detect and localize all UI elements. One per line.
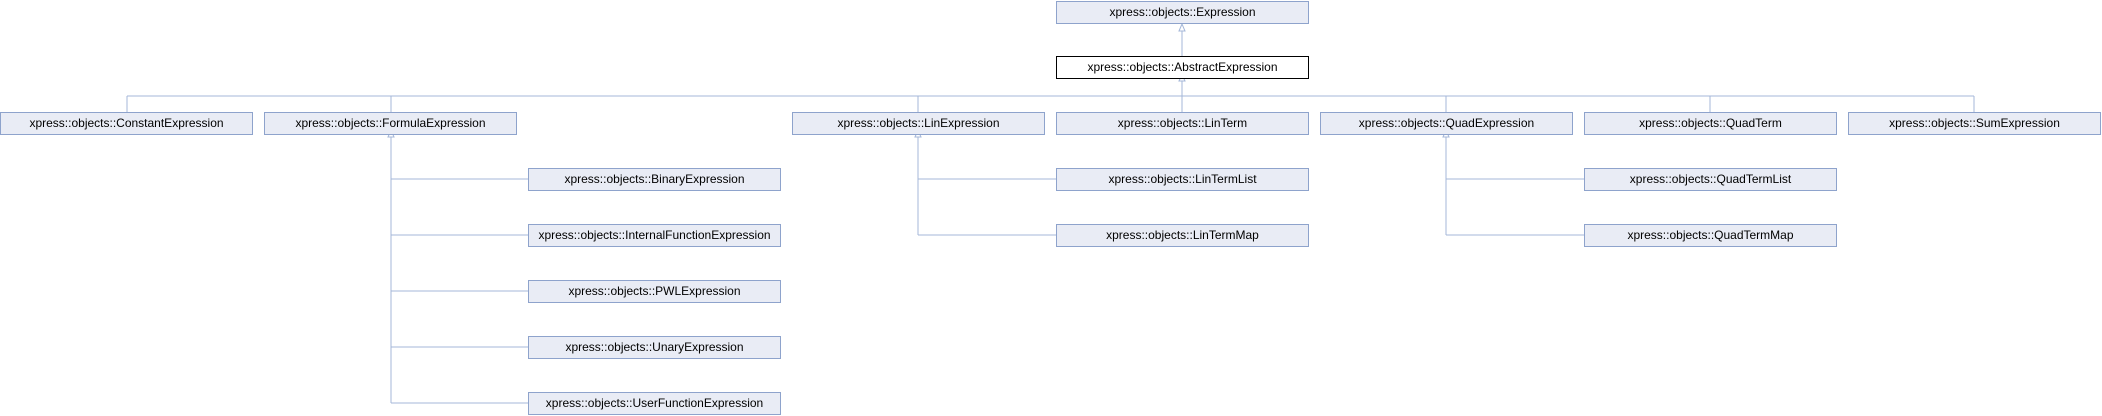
arrowhead-expression	[1178, 22, 1186, 32]
node-user-function-expression[interactable]: xpress::objects::UserFunctionExpression	[528, 392, 781, 415]
node-quad-term[interactable]: xpress::objects::QuadTerm	[1584, 112, 1837, 135]
node-pwl-expression[interactable]: xpress::objects::PWLExpression	[528, 280, 781, 303]
node-unary-expression[interactable]: xpress::objects::UnaryExpression	[528, 336, 781, 359]
node-lin-term-list[interactable]: xpress::objects::LinTermList	[1056, 168, 1309, 191]
node-internal-function-expression[interactable]: xpress::objects::InternalFunctionExpress…	[528, 224, 781, 247]
node-quad-expression[interactable]: xpress::objects::QuadExpression	[1320, 112, 1573, 135]
node-constant-expression[interactable]: xpress::objects::ConstantExpression	[0, 112, 253, 135]
node-lin-term-map[interactable]: xpress::objects::LinTermMap	[1056, 224, 1309, 247]
node-abstract-expression: xpress::objects::AbstractExpression	[1056, 56, 1309, 79]
node-quad-term-list[interactable]: xpress::objects::QuadTermList	[1584, 168, 1837, 191]
node-formula-expression[interactable]: xpress::objects::FormulaExpression	[264, 112, 517, 135]
node-sum-expression[interactable]: xpress::objects::SumExpression	[1848, 112, 2101, 135]
inheritance-edges	[126, 29, 1975, 404]
node-lin-expression[interactable]: xpress::objects::LinExpression	[792, 112, 1045, 135]
node-binary-expression[interactable]: xpress::objects::BinaryExpression	[528, 168, 781, 191]
node-expression[interactable]: xpress::objects::Expression	[1056, 1, 1309, 24]
node-lin-term[interactable]: xpress::objects::LinTerm	[1056, 112, 1309, 135]
node-quad-term-map[interactable]: xpress::objects::QuadTermMap	[1584, 224, 1837, 247]
